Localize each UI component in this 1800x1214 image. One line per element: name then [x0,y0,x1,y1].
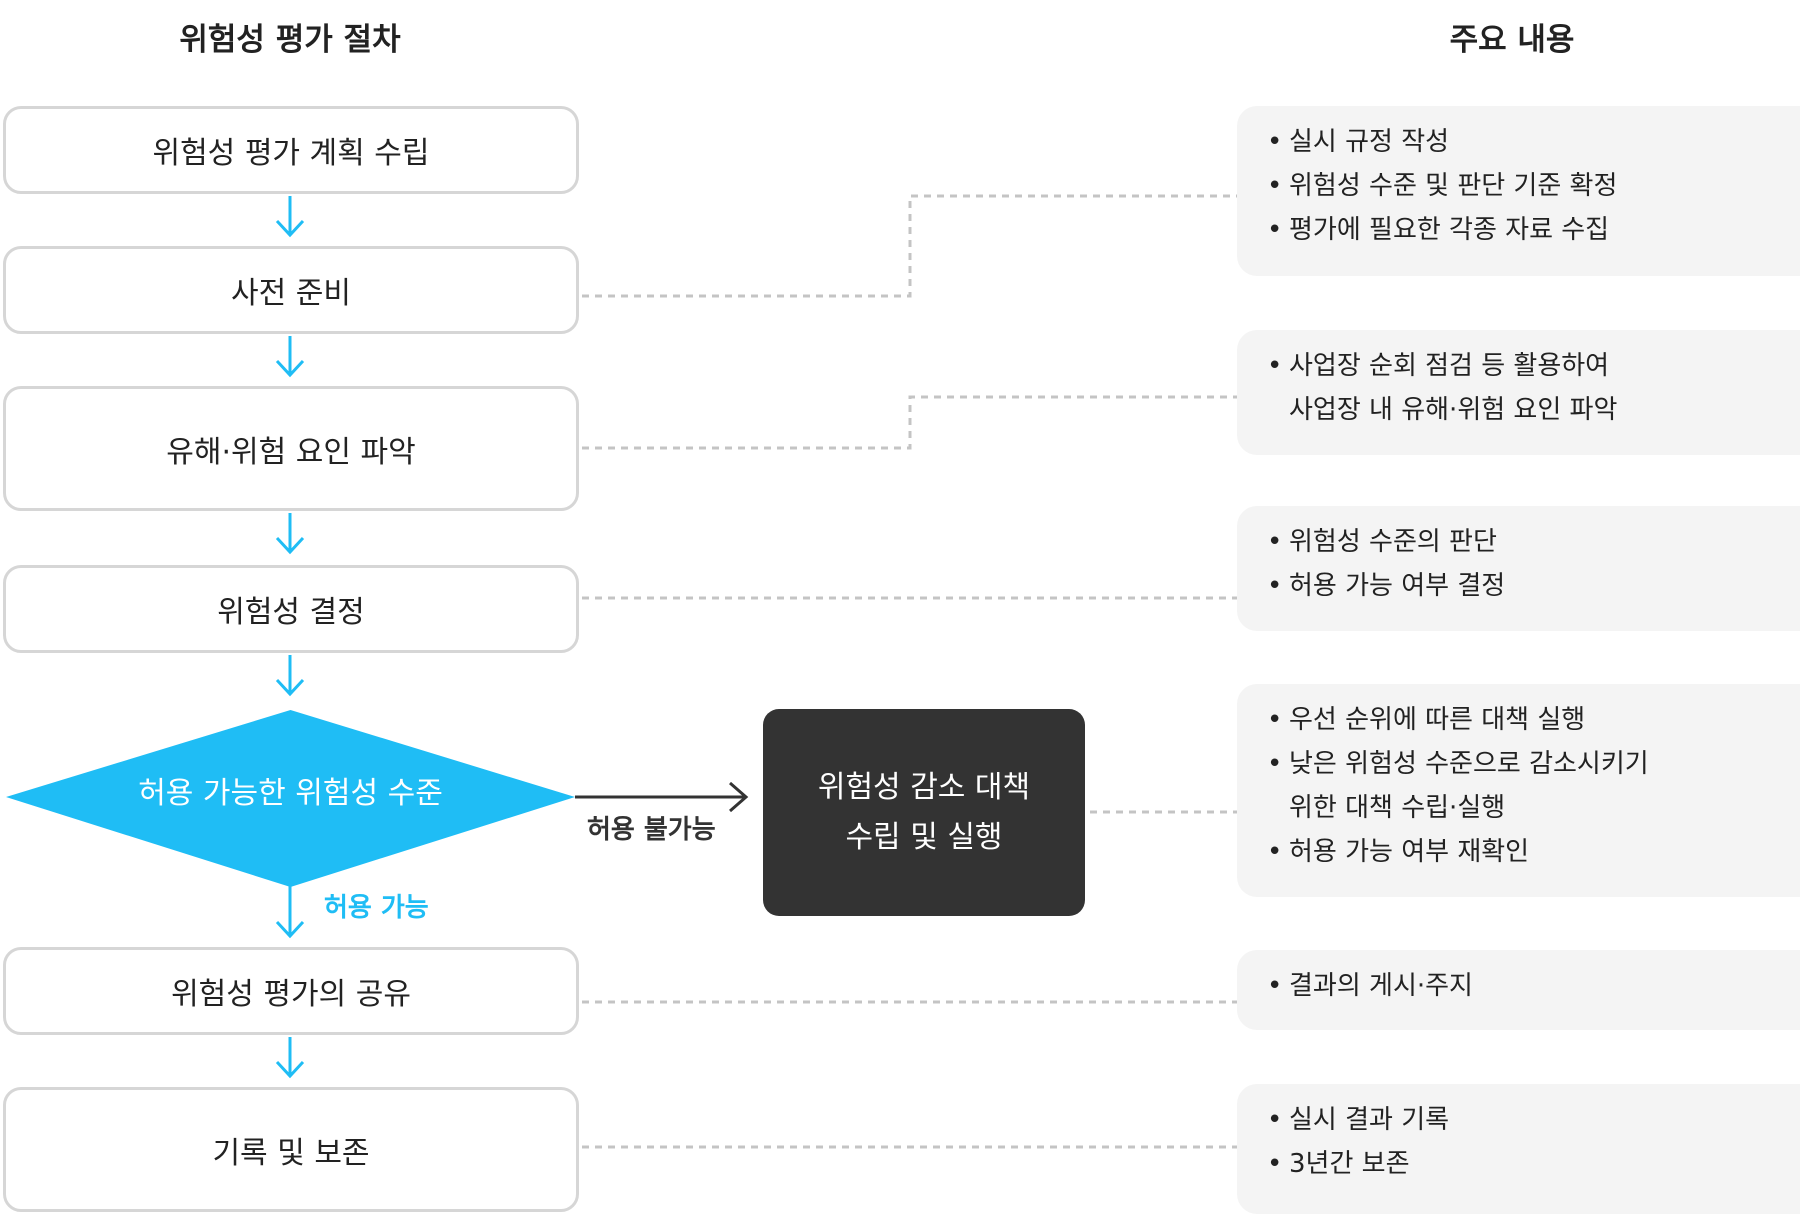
step-identify-hazards: 유해·위험 요인 파악 [3,386,579,511]
procedure-column-title: 위험성 평가 절차 [179,22,401,58]
content-column-title: 주요 내용 [1449,22,1575,58]
step-plan: 위험성 평가 계획 수립 [3,106,579,194]
edge-label-unacceptable: 허용 불가능 [587,815,716,845]
right-arrow-no [575,781,749,813]
edge-label-acceptable: 허용 가능 [324,893,429,923]
note-share: •결과의 게시·주지 [1237,950,1800,1030]
down-arrow-yes [275,885,305,939]
note-bullet: •우선 순위에 따른 대책 실행 [1267,705,1586,735]
risk-reduction-box: 위험성 감소 대책 수립 및 실행 [763,709,1085,916]
note-bullet: •사업장 순회 점검 등 활용하여 [1267,351,1610,381]
risk-reduction-line2: 수립 및 실행 [845,819,1003,855]
down-arrow-3 [275,513,305,555]
note-bullet: •평가에 필요한 각종 자료 수집 [1267,215,1610,245]
decision-label: 허용 가능한 위험성 수준 [138,776,443,811]
down-arrow-2 [275,336,305,378]
note-determine: •위험성 수준의 판단 •허용 가능 여부 결정 [1237,506,1800,631]
decision-diamond [6,710,575,887]
note-bullet: •3년간 보존 [1267,1149,1410,1179]
note-bullet: •허용 가능 여부 결정 [1267,571,1506,601]
step-determine-risk: 위험성 결정 [3,565,579,653]
connector-identify [582,395,1237,450]
note-action: •우선 순위에 따른 대책 실행 •낮은 위험성 수준으로 감소시키기 위한 대… [1237,684,1800,897]
note-bullet: •허용 가능 여부 재확인 [1267,837,1530,867]
step-record: 기록 및 보존 [3,1087,579,1212]
note-bullet: •실시 규정 작성 [1267,127,1450,157]
note-continuation: 사업장 내 유해·위험 요인 파악 [1289,395,1618,425]
down-arrow-5 [275,1037,305,1079]
step-prepare: 사전 준비 [3,246,579,334]
down-arrow-1 [275,196,305,238]
connector-prep [582,194,1237,298]
note-bullet: •낮은 위험성 수준으로 감소시키기 [1267,749,1649,779]
down-arrow-4 [275,655,305,697]
risk-reduction-line1: 위험성 감소 대책 [817,769,1031,805]
note-bullet: •실시 결과 기록 [1267,1105,1450,1135]
note-continuation: 위한 대책 수립·실행 [1289,793,1506,823]
note-bullet: •결과의 게시·주지 [1267,971,1473,1001]
note-bullet: •위험성 수준의 판단 [1267,527,1497,557]
note-plan: •실시 규정 작성 •위험성 수준 및 판단 기준 확정 •평가에 필요한 각종… [1237,106,1800,276]
note-identify: •사업장 순회 점검 등 활용하여 사업장 내 유해·위험 요인 파악 [1237,330,1800,455]
step-share: 위험성 평가의 공유 [3,947,579,1035]
note-bullet: •위험성 수준 및 판단 기준 확정 [1267,171,1618,201]
note-record: •실시 결과 기록 •3년간 보존 [1237,1084,1800,1214]
